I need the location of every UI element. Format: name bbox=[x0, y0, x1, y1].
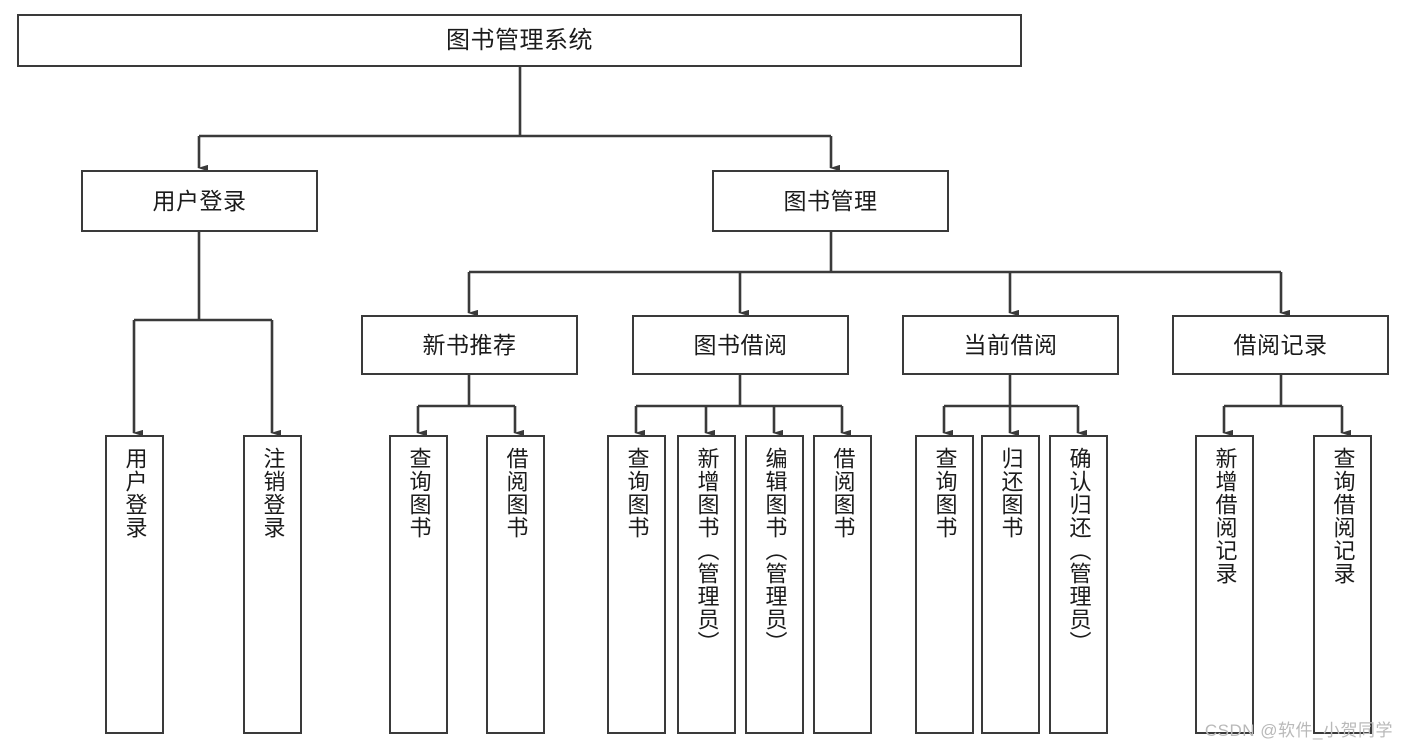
leaf-edit-book-admin[interactable]: 编辑图书（管理员） bbox=[745, 435, 804, 734]
node-label: 借阅图书 bbox=[830, 447, 856, 539]
node-label: 查询图书 bbox=[624, 447, 650, 539]
node-label: 用户登录 bbox=[122, 447, 148, 539]
node-label: 编辑图书（管理员） bbox=[762, 447, 788, 654]
node-label: 图书借阅 bbox=[693, 331, 788, 358]
node-label: 借阅图书 bbox=[503, 447, 529, 539]
node-label: 查询借阅记录 bbox=[1330, 447, 1356, 585]
node-label: 借阅记录 bbox=[1233, 331, 1328, 358]
node-book-management[interactable]: 图书管理 bbox=[712, 170, 949, 232]
node-user-login[interactable]: 用户登录 bbox=[81, 170, 318, 232]
node-label: 查询图书 bbox=[932, 447, 958, 539]
node-root-system[interactable]: 图书管理系统 bbox=[17, 14, 1022, 67]
leaf-confirm-return-admin[interactable]: 确认归还（管理员） bbox=[1049, 435, 1108, 734]
leaf-add-borrow-record[interactable]: 新增借阅记录 bbox=[1195, 435, 1254, 734]
leaf-logout[interactable]: 注销登录 bbox=[243, 435, 302, 734]
node-label: 查询图书 bbox=[406, 447, 432, 539]
leaf-add-book-admin[interactable]: 新增图书（管理员） bbox=[677, 435, 736, 734]
node-borrow-record[interactable]: 借阅记录 bbox=[1172, 315, 1389, 375]
node-current-borrow[interactable]: 当前借阅 bbox=[902, 315, 1119, 375]
node-new-book-recommend[interactable]: 新书推荐 bbox=[361, 315, 578, 375]
node-label: 注销登录 bbox=[260, 447, 286, 539]
node-label: 新书推荐 bbox=[422, 331, 517, 358]
leaf-query-borrow-record[interactable]: 查询借阅记录 bbox=[1313, 435, 1372, 734]
node-label: 当前借阅 bbox=[963, 331, 1058, 358]
node-book-borrow[interactable]: 图书借阅 bbox=[632, 315, 849, 375]
node-label: 新增借阅记录 bbox=[1212, 447, 1238, 585]
leaf-query-book-current[interactable]: 查询图书 bbox=[915, 435, 974, 734]
csdn-watermark: CSDN @软件_小贺同学 bbox=[1204, 721, 1393, 740]
leaf-query-book-borrow[interactable]: 查询图书 bbox=[607, 435, 666, 734]
leaf-borrow-book[interactable]: 借阅图书 bbox=[813, 435, 872, 734]
node-label: 用户登录 bbox=[152, 187, 247, 214]
leaf-user-login[interactable]: 用户登录 bbox=[105, 435, 164, 734]
node-label: 确认归还（管理员） bbox=[1066, 447, 1092, 654]
node-label: 归还图书 bbox=[998, 447, 1024, 539]
node-label: 图书管理系统 bbox=[446, 26, 593, 54]
leaf-borrow-book-recommend[interactable]: 借阅图书 bbox=[486, 435, 545, 734]
node-label: 图书管理 bbox=[783, 187, 878, 214]
leaf-return-book[interactable]: 归还图书 bbox=[981, 435, 1040, 734]
node-label: 新增图书（管理员） bbox=[694, 447, 720, 654]
leaf-query-book-recommend[interactable]: 查询图书 bbox=[389, 435, 448, 734]
